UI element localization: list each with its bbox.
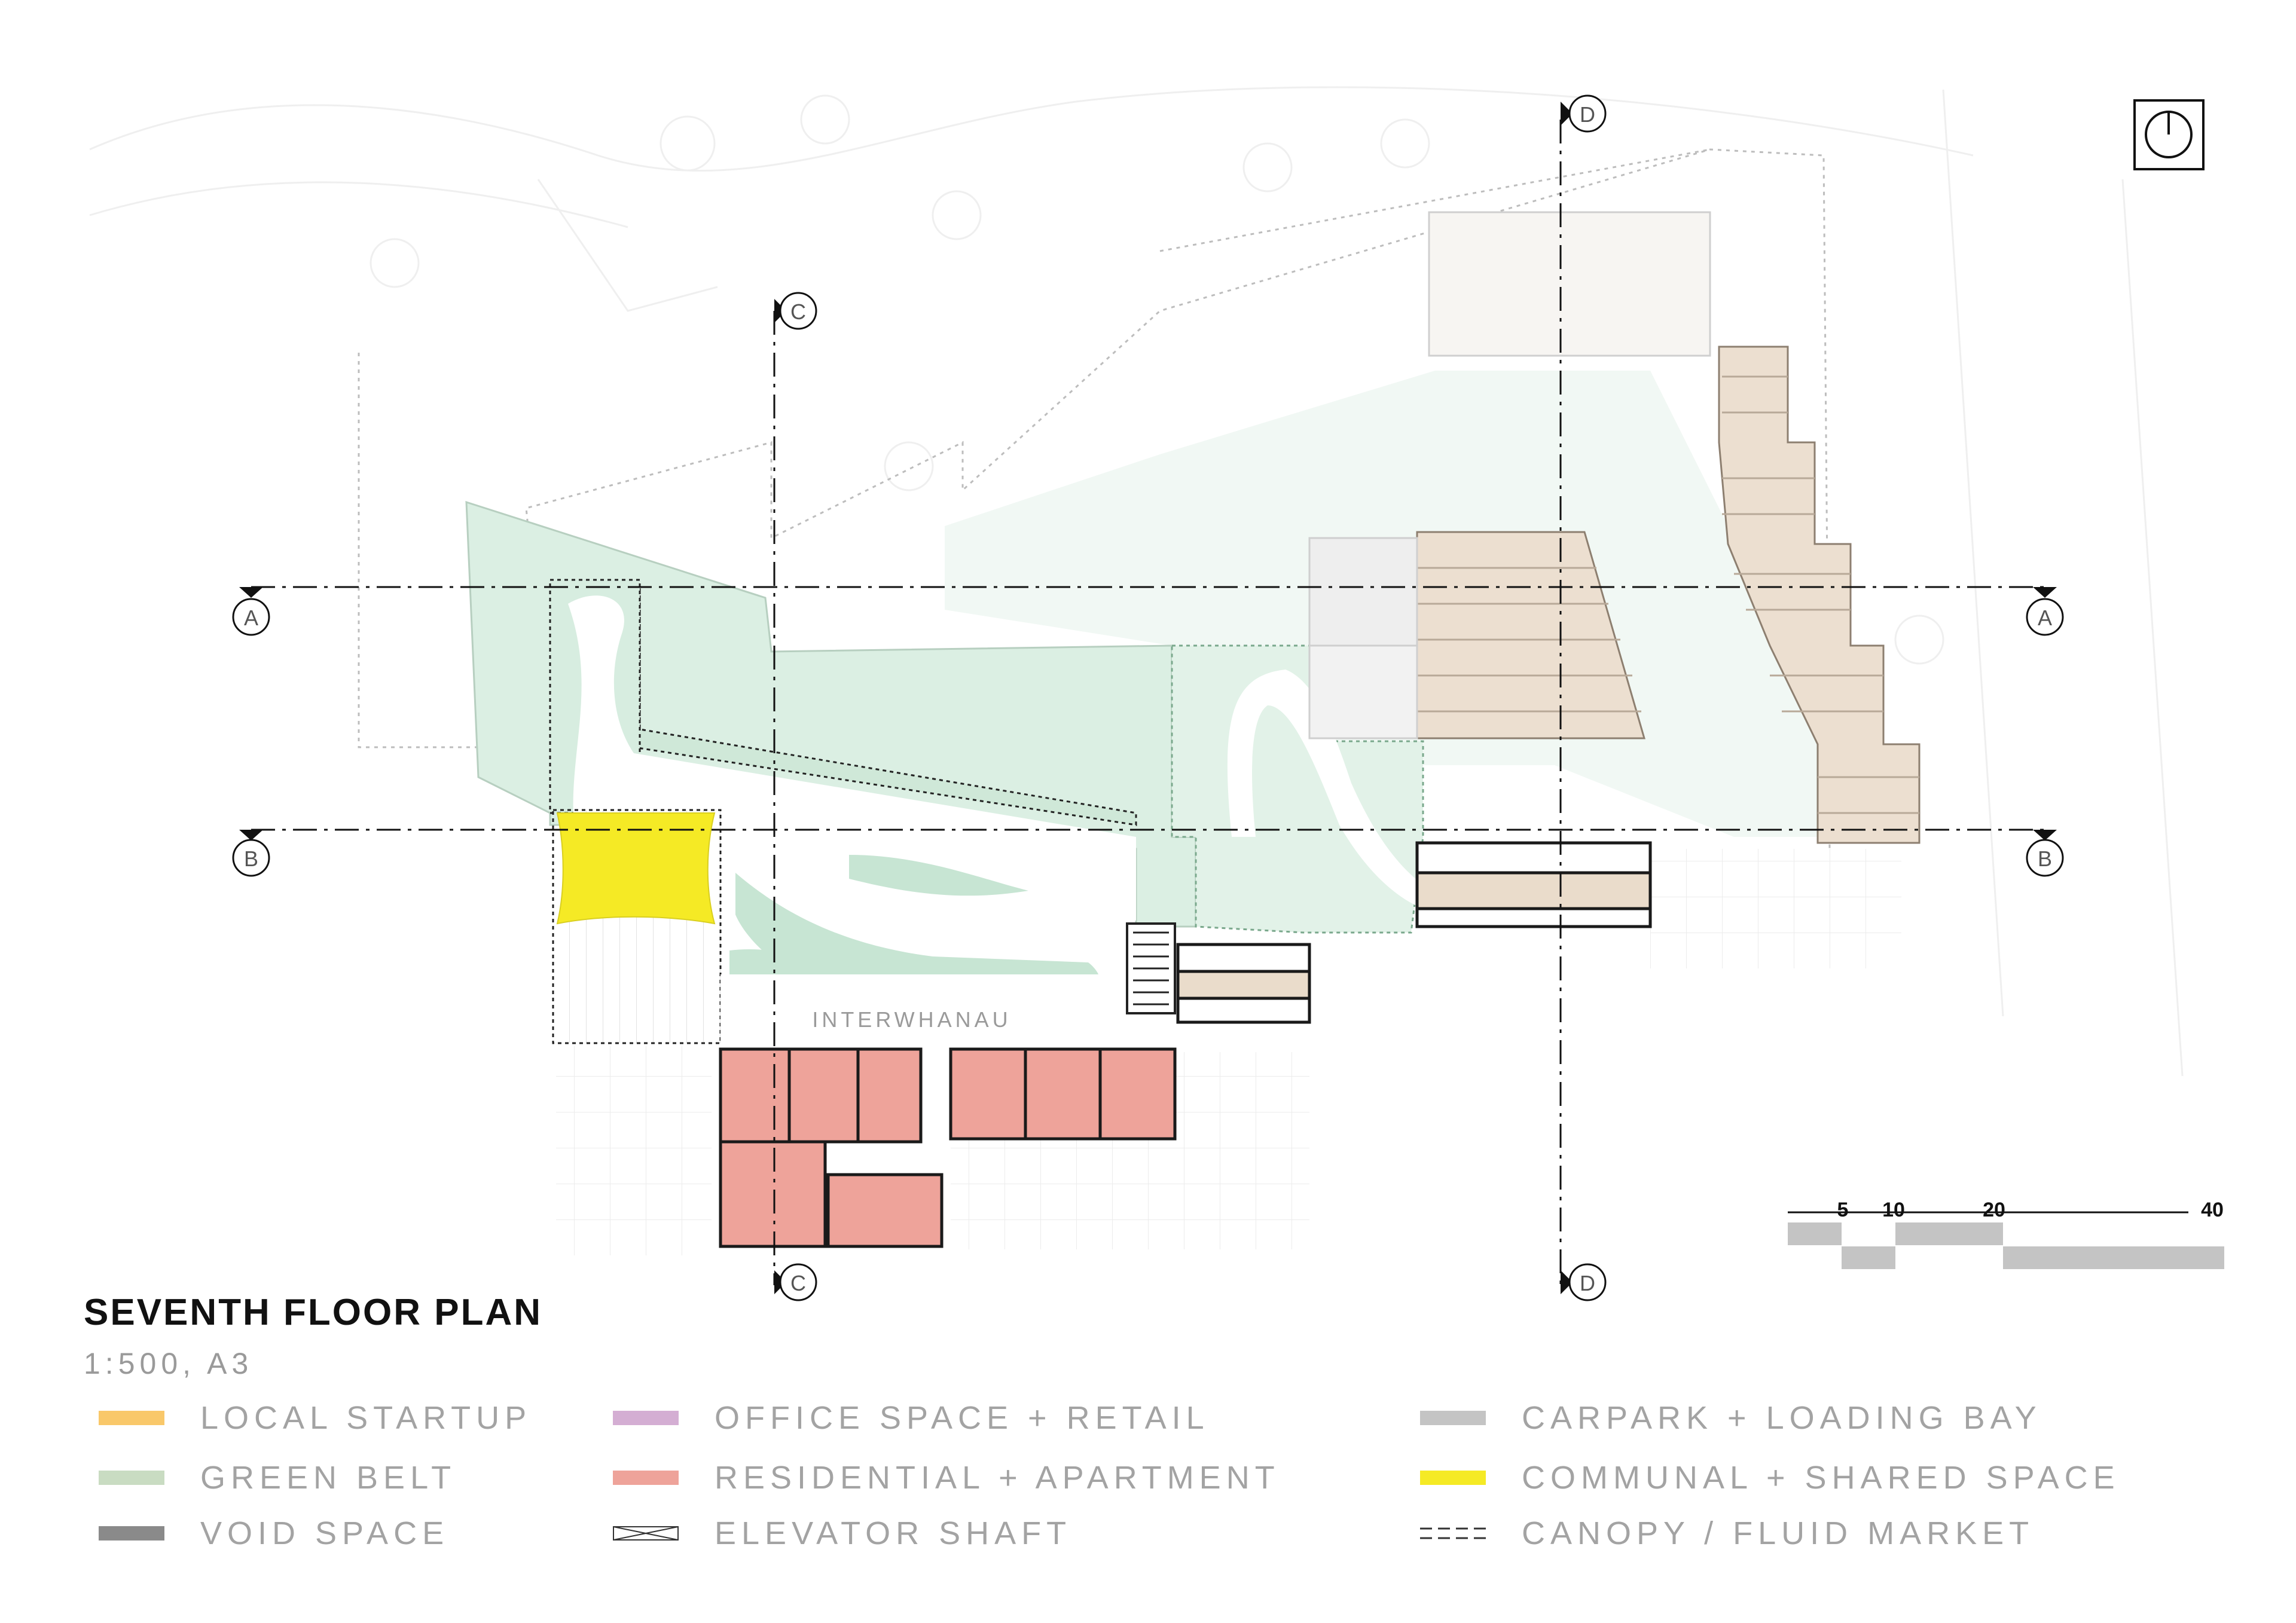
section-marker-a-right: A: [2026, 587, 2064, 636]
site-context: [89, 86, 2184, 1077]
legend-item-local-startup: LOCAL STARTUP: [99, 1400, 532, 1436]
svg-text:C: C: [790, 299, 806, 324]
section-marker-b-right: B: [2026, 830, 2064, 877]
carpark-blocks: [1308, 211, 1711, 739]
plan-title: SEVENTH FLOOR PLAN: [84, 1292, 543, 1333]
legend-item-void-space: VOID SPACE: [99, 1515, 449, 1551]
legend-label: COMMUNAL + SHARED SPACE: [1522, 1460, 2120, 1496]
interwhanau-label: INTERWHANAU: [812, 1007, 1011, 1032]
startup-blocks: [1176, 841, 1652, 1024]
legend-label: RESIDENTIAL + APARTMENT: [715, 1460, 1280, 1496]
legend-label: OFFICE SPACE + RETAIL: [715, 1400, 1210, 1436]
svg-text:D: D: [1580, 102, 1595, 127]
svg-text:D: D: [1580, 1271, 1595, 1295]
scale-tick-40: 40: [2201, 1199, 2224, 1221]
svg-text:C: C: [790, 1271, 806, 1295]
legend-swatch: [99, 1526, 164, 1541]
section-marker-b-left: B: [232, 830, 270, 877]
interwhanau-plaza: [720, 974, 1175, 1043]
stair-core: [1126, 922, 1176, 1014]
legend-swatch: [613, 1471, 679, 1485]
canopy-dash-icon: [1420, 1527, 1486, 1539]
legend-item-elevator-shaft: ELEVATOR SHAFT: [613, 1515, 1071, 1551]
canopy-grid-east: [1650, 849, 1901, 968]
scale-tick-10: 10: [1882, 1199, 1905, 1221]
legend-item-residential: RESIDENTIAL + APARTMENT: [613, 1460, 1280, 1496]
svg-text:B: B: [2038, 846, 2052, 871]
legend-swatch: [99, 1411, 164, 1425]
scale-bar: 5 10 20 40: [1788, 1199, 2224, 1269]
elevator-shaft-icon: [613, 1526, 679, 1541]
legend-item-carpark: CARPARK + LOADING BAY: [1420, 1400, 2042, 1436]
svg-text:B: B: [244, 846, 258, 871]
legend-item-canopy: CANOPY / FLUID MARKET: [1420, 1515, 2034, 1551]
legend-item-green-belt: GREEN BELT: [99, 1460, 456, 1496]
legend-label: GREEN BELT: [200, 1460, 457, 1496]
legend-label: CARPARK + LOADING BAY: [1522, 1400, 2042, 1436]
legend-label: LOCAL STARTUP: [200, 1400, 532, 1436]
section-marker-a-left: A: [232, 587, 270, 636]
upper-boundary: [1159, 148, 1711, 252]
north-arrow-icon: [2133, 99, 2205, 170]
legend-label: ELEVATOR SHAFT: [715, 1515, 1072, 1551]
svg-text:A: A: [244, 606, 258, 630]
legend-label: VOID SPACE: [200, 1515, 450, 1551]
canopy-grid-south: [556, 1046, 712, 1255]
legend-item-office-retail: OFFICE SPACE + RETAIL: [613, 1400, 1210, 1436]
section-marker-c-bottom: C: [774, 1263, 817, 1301]
communal-shared-space: [556, 812, 716, 925]
scale-tick-5: 5: [1837, 1199, 1849, 1221]
legend-swatch: [613, 1411, 679, 1425]
residential-apartments: [719, 1047, 1177, 1248]
legend-swatch: [1420, 1471, 1486, 1485]
scale-tick-20: 20: [1983, 1199, 2005, 1221]
section-marker-c-top: C: [774, 292, 817, 330]
legend-swatch: [1420, 1411, 1486, 1425]
plan-scale: 1:500, A3: [84, 1347, 254, 1380]
section-marker-d-bottom: D: [1561, 1263, 1607, 1301]
legend-item-communal: COMMUNAL + SHARED SPACE: [1420, 1460, 2120, 1496]
legend-swatch: [99, 1471, 164, 1485]
legend-label: CANOPY / FLUID MARKET: [1522, 1515, 2035, 1551]
svg-text:A: A: [2038, 606, 2052, 630]
section-marker-d-top: D: [1561, 94, 1607, 133]
section-lines: [251, 120, 2045, 1285]
